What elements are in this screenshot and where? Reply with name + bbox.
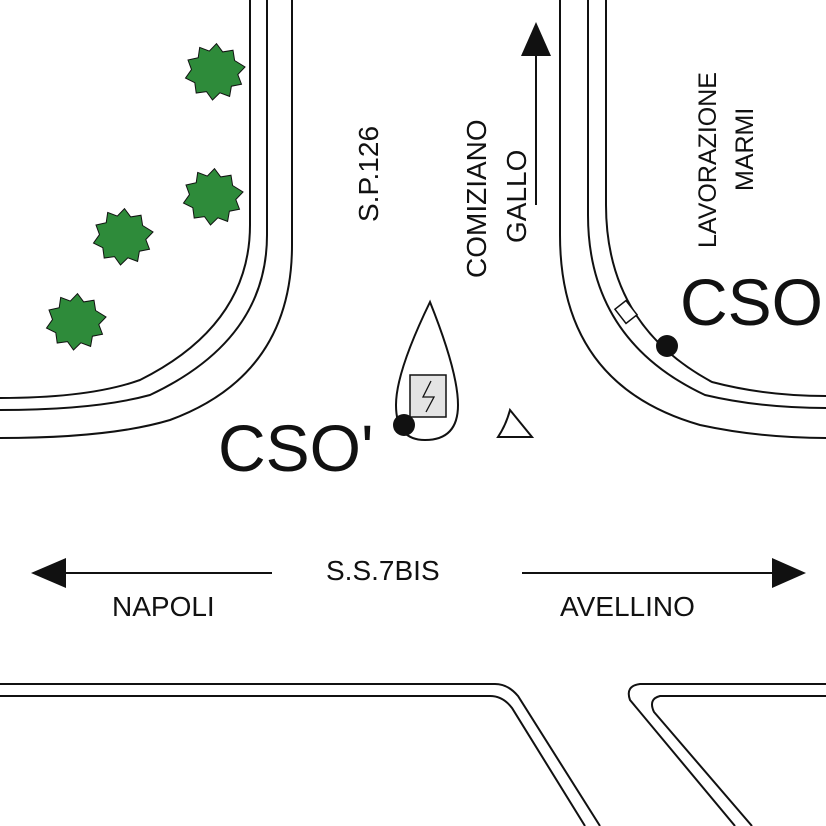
tree-group [45, 42, 246, 351]
curb-marker [613, 299, 639, 325]
label-cso-left: CSO' [218, 411, 374, 485]
label-lavorazione: LAVORAZIONE [694, 72, 722, 248]
tree-icon [45, 292, 107, 351]
label-gallo: GALLO [501, 150, 532, 243]
traffic-island [394, 299, 460, 442]
label-napoli: NAPOLI [112, 591, 215, 622]
curb-bottom-right [627, 683, 826, 826]
label-cso-right: CSO [680, 265, 823, 339]
cso-left-dot [393, 414, 415, 436]
label-comiziano: COMIZIANO [461, 119, 492, 278]
arrow-avellino-icon [522, 558, 806, 588]
label-marmi: MARMI [731, 108, 759, 191]
label-ss7bis: S.S.7BIS [326, 555, 440, 586]
tree-icon [184, 42, 246, 101]
direction-arrow-icon [521, 22, 551, 205]
tree-icon [92, 207, 154, 266]
electric-cabinet-icon [409, 374, 447, 418]
curb-top-right [559, 0, 826, 439]
curb-bottom-left [0, 683, 601, 826]
cso-right-dot [656, 335, 678, 357]
tree-icon [182, 167, 244, 226]
small-island [496, 407, 535, 438]
arrow-napoli-icon [31, 558, 272, 588]
label-avellino: AVELLINO [560, 591, 695, 622]
label-sp126: S.P.126 [353, 126, 384, 222]
curb-top-left [0, 0, 293, 439]
